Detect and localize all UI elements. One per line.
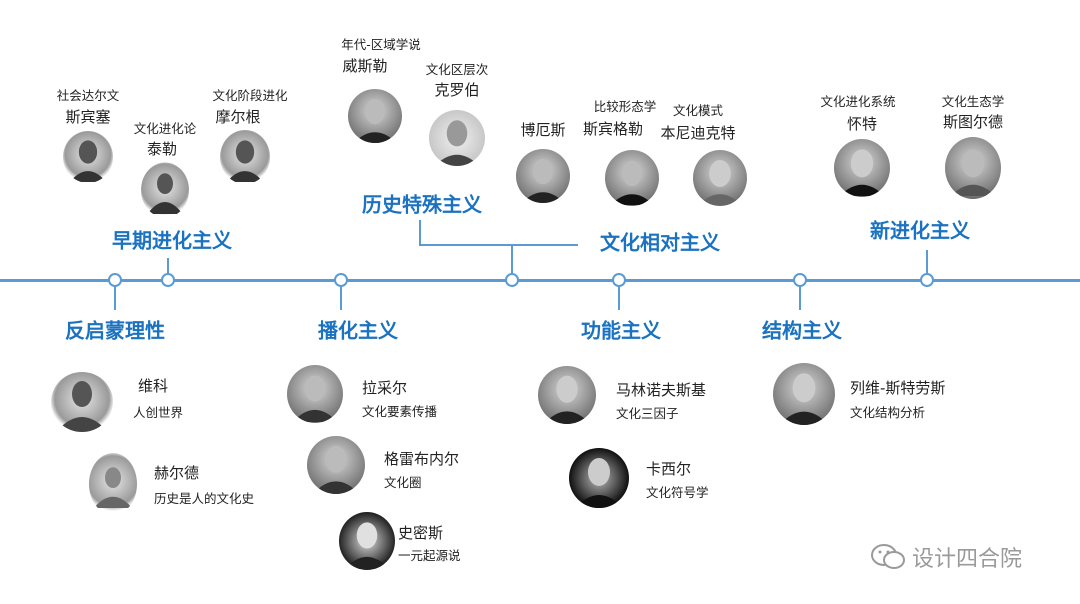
person-name: 克罗伯 bbox=[434, 81, 480, 99]
person-name: 赫尔德 bbox=[154, 464, 200, 482]
wechat-icon bbox=[871, 544, 905, 569]
school-neo-evolution: 新进化主义 bbox=[870, 218, 970, 243]
person-name: 卡西尔 bbox=[646, 460, 692, 478]
portrait-smith bbox=[339, 512, 395, 570]
portrait-spengler bbox=[605, 150, 659, 206]
theory-label: 文化进化论 bbox=[133, 121, 197, 136]
portrait-icon bbox=[292, 375, 338, 422]
portrait-icon bbox=[147, 173, 183, 214]
school-historical-particularism: 历史特殊主义 bbox=[362, 192, 482, 217]
portrait-herder bbox=[89, 453, 137, 515]
portrait-icon bbox=[344, 522, 390, 569]
school-diffusion: 播化主义 bbox=[318, 318, 398, 343]
timeline-node bbox=[793, 273, 807, 287]
portrait-benedict bbox=[693, 150, 747, 206]
theory-label: 文化符号学 bbox=[646, 485, 709, 500]
connector bbox=[799, 282, 801, 310]
watermark-text: 设计四合院 bbox=[912, 547, 1023, 572]
connector bbox=[419, 220, 421, 246]
portrait-icon bbox=[698, 160, 742, 205]
portrait-ratzel bbox=[287, 365, 343, 423]
portrait-cassirer bbox=[569, 448, 629, 508]
person-name: 威斯勒 bbox=[342, 57, 388, 75]
portrait-icon bbox=[521, 158, 565, 203]
portrait-vico bbox=[51, 372, 113, 432]
timeline-node bbox=[505, 273, 519, 287]
portrait-icon bbox=[610, 160, 654, 205]
person-name: 格雷布内尔 bbox=[384, 450, 460, 468]
person-name: 马林诺夫斯基 bbox=[616, 381, 707, 399]
theory-label: 年代-区域学说 bbox=[341, 37, 421, 52]
person-name: 摩尔根 bbox=[215, 108, 261, 126]
school-structuralism: 结构主义 bbox=[762, 318, 842, 343]
school-early-evolution: 早期进化主义 bbox=[112, 228, 232, 253]
theory-label: 文化模式 bbox=[672, 103, 724, 118]
timeline-node bbox=[920, 273, 934, 287]
portrait-icon bbox=[950, 149, 996, 196]
portrait-icon bbox=[575, 458, 623, 508]
timeline-axis bbox=[0, 279, 1080, 282]
person-name: 怀特 bbox=[846, 115, 878, 133]
theory-label: 文化圈 bbox=[384, 475, 422, 490]
portrait-wissler bbox=[348, 89, 402, 143]
person-name: 斯图尔德 bbox=[942, 113, 1004, 131]
timeline-node bbox=[612, 273, 626, 287]
watermark: 设计四合院 bbox=[870, 541, 1022, 573]
portrait-malinowski bbox=[538, 366, 596, 424]
theory-label: 文化阶段进化 bbox=[212, 88, 288, 103]
portrait-tylor bbox=[141, 162, 189, 218]
connector bbox=[618, 282, 620, 310]
theory-label: 文化进化系统 bbox=[820, 94, 896, 109]
portrait-icon bbox=[779, 373, 829, 425]
portrait-icon bbox=[312, 445, 360, 494]
connector bbox=[167, 258, 169, 280]
school-cultural-relativism: 文化相对主义 bbox=[600, 230, 720, 255]
person-name: 斯宾塞 bbox=[65, 108, 111, 126]
portrait-icon bbox=[434, 120, 480, 166]
portrait-white bbox=[834, 139, 890, 197]
bracket-line bbox=[420, 244, 578, 246]
portrait-graebner bbox=[307, 436, 365, 494]
person-name: 史密斯 bbox=[398, 524, 444, 542]
timeline-node bbox=[334, 273, 348, 287]
school-functionalism: 功能主义 bbox=[581, 318, 661, 343]
theory-label: 一元起源说 bbox=[398, 548, 461, 563]
connector bbox=[926, 250, 928, 280]
person-name: 泰勒 bbox=[146, 140, 178, 158]
theory-label: 历史是人的文化史 bbox=[154, 491, 255, 506]
school-anti-enlightenment: 反启蒙理性 bbox=[65, 318, 165, 343]
timeline-node bbox=[161, 273, 175, 287]
theory-label: 文化结构分析 bbox=[850, 405, 926, 420]
person-name: 列维-斯特劳斯 bbox=[850, 379, 946, 397]
theory-label: 比较形态学 bbox=[593, 99, 657, 114]
portrait-morgan bbox=[220, 130, 270, 184]
person-name: 博厄斯 bbox=[520, 121, 566, 139]
portrait-levi-strauss bbox=[773, 363, 835, 425]
person-name: 拉采尔 bbox=[362, 379, 408, 397]
connector bbox=[511, 245, 513, 280]
portrait-icon bbox=[226, 140, 264, 182]
portrait-boas bbox=[516, 149, 570, 203]
connector bbox=[114, 282, 116, 310]
portrait-steward bbox=[945, 137, 1001, 199]
theory-label: 文化生态学 bbox=[941, 94, 1005, 109]
portrait-icon bbox=[353, 98, 397, 143]
connector bbox=[340, 282, 342, 310]
portrait-icon bbox=[543, 375, 591, 424]
theory-label: 文化要素传播 bbox=[362, 404, 438, 419]
theory-label: 文化区层次 bbox=[425, 62, 489, 77]
person-name: 本尼迪克特 bbox=[660, 124, 736, 142]
portrait-icon bbox=[93, 467, 133, 508]
portrait-icon bbox=[839, 149, 885, 196]
portrait-kroeber bbox=[429, 110, 485, 166]
person-name: 维科 bbox=[138, 377, 169, 395]
portrait-spencer bbox=[63, 131, 113, 183]
theory-label: 文化三因子 bbox=[616, 406, 679, 421]
portrait-icon bbox=[56, 381, 108, 432]
portrait-icon bbox=[69, 140, 107, 182]
person-name: 斯宾格勒 bbox=[582, 120, 644, 138]
timeline-node bbox=[108, 273, 122, 287]
theory-label: 人创世界 bbox=[133, 405, 184, 420]
theory-label: 社会达尔文 bbox=[56, 88, 120, 103]
